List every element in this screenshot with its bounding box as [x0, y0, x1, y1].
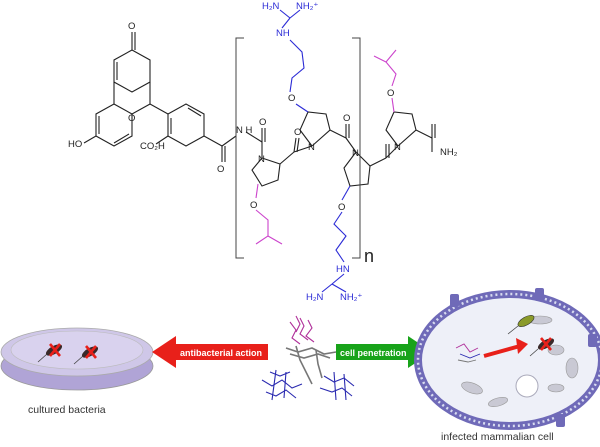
residue-1: [245, 128, 313, 187]
ether-oxygen-4-label: O: [387, 88, 394, 99]
ether-oxygen-1-label: O: [250, 200, 257, 211]
xanthene-oxygen-label: O: [128, 113, 135, 124]
guanidine-bottom-nh2: NH₂⁺: [340, 292, 362, 303]
atom-labels: O O HO CO₂H O N H O N O N O N N NH₂ O O …: [68, 1, 458, 303]
terminal-amide-label: NH₂: [440, 147, 458, 158]
hydroxyl-label: HO: [68, 139, 82, 150]
mammalian-cell: [414, 288, 600, 430]
ring-n1-label: N: [258, 154, 265, 165]
guanidine-chains: [279, 9, 351, 293]
guanidine-top-h2n: H₂N: [262, 1, 280, 12]
guanidine-bottom-hn: HN: [336, 264, 350, 275]
antibacterial-label: antibacterial action: [180, 348, 262, 358]
amide-oxygen-2-label: O: [259, 117, 266, 128]
amide-oxygen-3-label: O: [294, 127, 301, 138]
bacterium-2: [73, 345, 99, 365]
bacteria-caption: cultured bacteria: [28, 404, 106, 416]
guanidine-top-nh2: NH₂⁺: [296, 1, 318, 12]
molecule-structure: [83, 32, 436, 259]
bacterium-1: [37, 343, 63, 363]
antibacterial-arrow: antibacterial action: [152, 336, 268, 368]
intracellular-bacterium-2: [529, 337, 555, 357]
repeat-subscript: n: [364, 246, 374, 266]
inside-peptide: [455, 343, 481, 363]
carboxyl-label: CO₂H: [140, 141, 165, 152]
amide-oxygen-1-label: O: [217, 164, 224, 175]
guanidine-top-nh: NH: [276, 28, 290, 39]
ring-n4-label: N: [394, 142, 401, 153]
penetration-arrow: cell penetration: [336, 336, 432, 368]
residue-2: [299, 111, 357, 153]
ether-oxygen-2-label: O: [288, 93, 295, 104]
amide-nh-label: N H: [236, 125, 253, 136]
membrane-proteins: [450, 288, 597, 427]
residue-4: [385, 111, 436, 152]
residue-3: [343, 144, 399, 187]
ether-oxygen-3-label: O: [338, 202, 345, 213]
petri-dish: [0, 327, 154, 391]
benzoyl-ring: [155, 103, 237, 162]
peptide-3d-model: [261, 315, 355, 401]
ring-n2-label: N: [308, 142, 315, 153]
repeat-brackets: [235, 37, 361, 259]
isobutyl-chains: [255, 49, 397, 245]
cell-organelles: [461, 315, 579, 407]
ketone-oxygen-label: O: [128, 21, 135, 32]
intracellular-arrow: [483, 338, 528, 358]
cell-caption: infected mammalian cell: [441, 431, 554, 443]
intracellular-bacterium-1: [507, 315, 535, 335]
amide-oxygen-4-label: O: [343, 113, 350, 124]
penetration-label: cell penetration: [340, 348, 407, 358]
ring-n3-label: N: [352, 148, 359, 159]
xanthene-core: [83, 32, 169, 147]
guanidine-bottom-h2n: H₂N: [306, 292, 324, 303]
